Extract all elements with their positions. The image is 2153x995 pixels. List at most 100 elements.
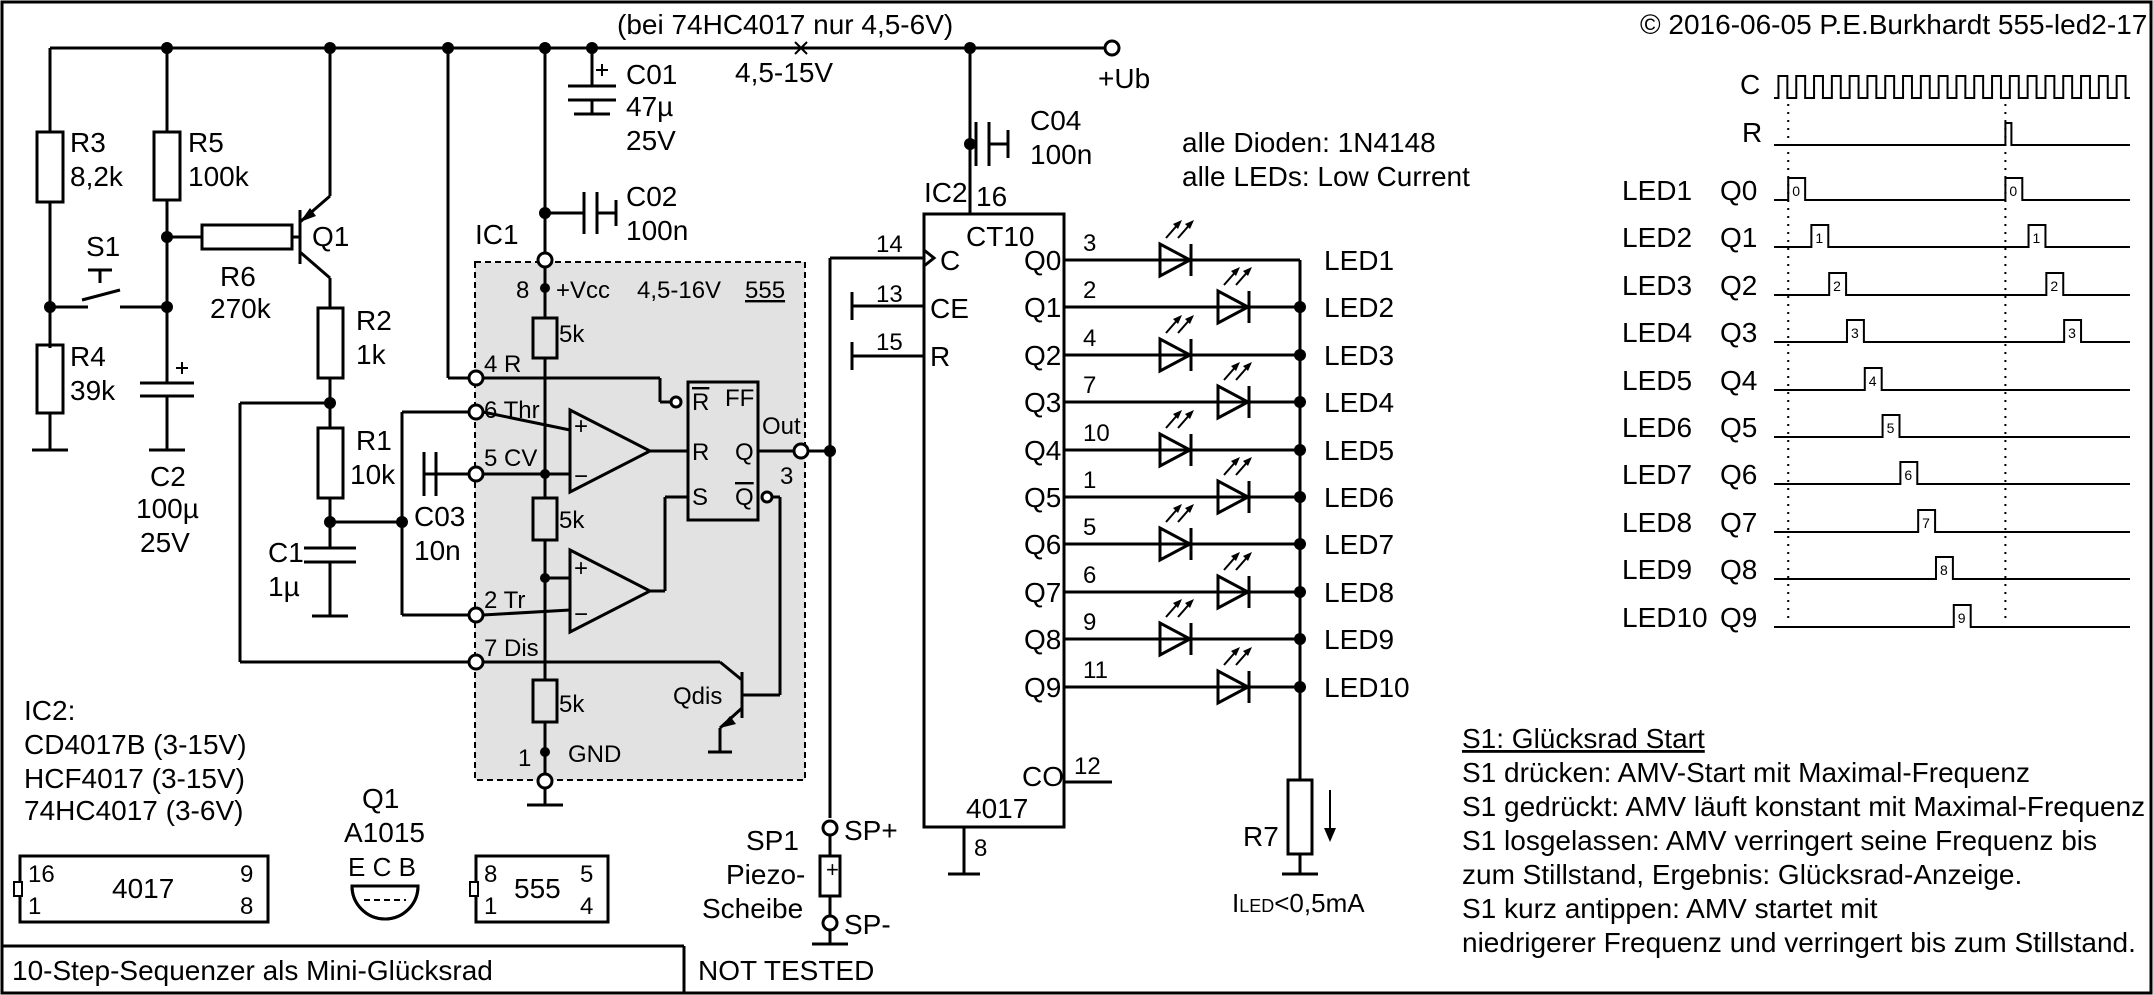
svg-text:−: − [574, 601, 588, 628]
output-waveform [1774, 319, 2130, 343]
supply-label: +Ub [1098, 63, 1150, 94]
pkg4017-pin16: 16 [28, 861, 55, 888]
output-q-label: Q7 [1024, 577, 1061, 608]
led-diode-icon [1158, 336, 1194, 374]
pulse-index: 1 [2033, 230, 2041, 246]
pulse-index: 2 [2050, 278, 2058, 294]
r4-value: 39k [70, 375, 116, 406]
supply-range-label: 4,5-15V [735, 57, 833, 88]
r1-resistor [316, 426, 345, 500]
timing-led-label: LED6 [1622, 412, 1692, 443]
output-q-label: Q5 [1024, 482, 1061, 513]
pulse-index: 3 [2068, 325, 2076, 341]
r3-resistor [35, 130, 65, 204]
ic2-clk-pin: 14 [876, 231, 903, 258]
output-pin-number: 7 [1083, 372, 1096, 399]
ff-q-bar: Q [735, 484, 754, 511]
output-waveform [1774, 414, 2130, 438]
output-pin-number: 9 [1083, 609, 1096, 636]
q1-package-outline [350, 884, 420, 921]
ic2-variants-title: IC2: [24, 695, 75, 726]
piezo-name: SP1 [746, 825, 799, 856]
output-q-label: Q6 [1024, 529, 1061, 560]
timing-led-label: LED5 [1622, 365, 1692, 396]
c2-value: 100µ [136, 493, 199, 524]
ic1-vcc-pin: 8 [516, 277, 529, 304]
ff-q: Q [735, 439, 754, 466]
svg-text:−: − [574, 463, 588, 490]
led-label: LED2 [1324, 292, 1394, 323]
timing-q-label: Q4 [1720, 365, 1757, 396]
output-q-label: Q1 [1024, 292, 1061, 323]
pkg555-pin4: 4 [580, 893, 593, 920]
ic2-ce: CE [930, 293, 969, 324]
r6-value: 270k [210, 293, 272, 324]
ic1-gnd-pin: 1 [518, 745, 531, 772]
supply-rail [50, 39, 1121, 57]
ff-label: FF [725, 385, 754, 412]
ic1-res-top: 5k [559, 321, 585, 348]
timing-q-label: Q5 [1720, 412, 1757, 443]
ic2-name: CT10 [966, 221, 1034, 252]
piezo-line1: Piezo- [726, 859, 805, 890]
output-waveform [1774, 556, 2130, 580]
ic1-chip: 555 [745, 277, 785, 304]
r1-value: 10k [350, 459, 396, 490]
pulse-index: 3 [1851, 325, 1859, 341]
timing-led-label: LED4 [1622, 317, 1692, 348]
timing-led-label: LED9 [1622, 554, 1692, 585]
timing-q-label: Q9 [1720, 602, 1757, 633]
supply-terminal [1103, 39, 1121, 57]
output-q-label: Q2 [1024, 340, 1061, 371]
r4-resistor [35, 343, 65, 415]
timing-q-label: Q0 [1720, 175, 1757, 206]
ff-r: R [692, 439, 709, 466]
r2-name: R2 [356, 305, 392, 336]
pulse-index: 1 [1815, 230, 1823, 246]
output-pin-number: 6 [1083, 562, 1096, 589]
ic1-vcc: +Vcc [556, 277, 610, 304]
ic1-pin-tr: 2 Tr [484, 587, 525, 614]
r7-resistor [1286, 778, 1314, 856]
piezo-minus: SP- [844, 909, 891, 940]
piezo-line2: Scheibe [702, 893, 803, 924]
output-waveform [1774, 461, 2130, 485]
r7-label: R7 [1243, 821, 1279, 852]
decoupling-caps [539, 48, 618, 258]
output-waveform [1774, 177, 2130, 201]
led-diode-icon [1216, 668, 1252, 706]
description-line-1: S1 drücken: AMV-Start mit Maximal-Freque… [1462, 757, 2030, 788]
ff-s: S [692, 484, 708, 511]
r3-name: R3 [70, 127, 106, 158]
ic2-r-pin: 15 [876, 329, 903, 356]
output-q-label: Q4 [1024, 435, 1061, 466]
svg-text:+: + [574, 555, 588, 582]
description-line-4: zum Stillstand, Ergebnis: Glücksrad-Anze… [1462, 859, 2022, 890]
pulse-index: 7 [1922, 515, 1930, 531]
timing-led-label: LED2 [1622, 222, 1692, 253]
pkg555-pin8: 8 [484, 861, 497, 888]
ic1-label: IC1 [475, 219, 519, 250]
c2-voltage: 25V [140, 527, 190, 558]
output-waveform [1774, 367, 2130, 391]
r4-name: R4 [70, 341, 106, 372]
output-waveform [1774, 272, 2130, 296]
ic1-out-pin: 3 [780, 463, 793, 490]
timing-q-label: Q3 [1720, 317, 1757, 348]
timing-led-label: LED8 [1622, 507, 1692, 538]
clock-waveform [1774, 75, 2130, 99]
pulse-index: 9 [1958, 610, 1966, 626]
pkg4017-pin1: 1 [28, 893, 41, 920]
led-label: LED10 [1324, 672, 1410, 703]
description-line-2: S1 gedrückt: AMV läuft konstant mit Maxi… [1462, 791, 2145, 822]
ic2-variant-1: CD4017B (3-15V) [24, 729, 247, 760]
description-title: S1: Glücksrad Start [1462, 723, 1705, 754]
r2-value: 1k [356, 339, 387, 370]
